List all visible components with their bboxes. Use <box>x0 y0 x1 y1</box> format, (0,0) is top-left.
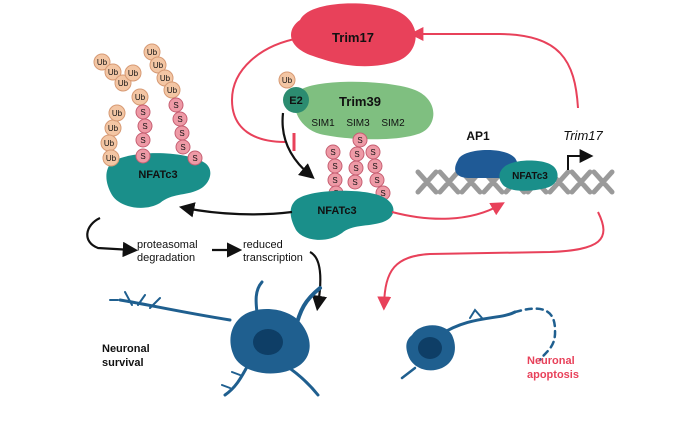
chain-right-labels: Ub Ub Ub Ub S S S S S <box>147 48 198 163</box>
svg-text:Ub: Ub <box>147 48 158 57</box>
svg-text:S: S <box>180 143 185 152</box>
degradation-complex: NFATc3 Ub Ub Ub Ub Ub Ub Ub Ub Ub S <box>93 43 211 208</box>
svg-text:S: S <box>354 150 359 159</box>
proteasomal-text: proteasomal <box>137 239 198 251</box>
svg-text:S: S <box>372 162 377 171</box>
trim17-inhibition-line <box>230 37 301 143</box>
svg-text:Ub: Ub <box>128 69 139 78</box>
arrow-to-survival-neuron <box>309 251 328 312</box>
svg-text:Ub: Ub <box>167 86 178 95</box>
trim39-label: Trim39 <box>339 94 381 109</box>
sim1-label: SIM1 <box>311 118 335 129</box>
apoptosis-text-line2: apoptosis <box>527 369 579 381</box>
sim3-label: SIM3 <box>346 118 370 129</box>
arrow-to-degradation <box>178 202 293 218</box>
svg-text:Ub: Ub <box>97 58 108 67</box>
survival-text-line1: Neuronal <box>102 343 150 355</box>
reduced-text: reduced <box>243 239 283 251</box>
e2-enzyme <box>283 87 309 113</box>
arrow-to-apoptosis <box>377 211 605 311</box>
svg-text:S: S <box>192 154 197 163</box>
svg-text:S: S <box>370 148 375 157</box>
nfatc3-shape-left <box>106 153 211 208</box>
svg-text:Ub: Ub <box>160 74 171 83</box>
transcription-start-arrow <box>567 149 594 170</box>
nfatc3-shape-dna <box>499 160 558 191</box>
feedback-arrow-to-trim17 <box>409 27 579 109</box>
apoptotic-neuron <box>400 307 557 380</box>
svg-text:S: S <box>173 101 178 110</box>
ub-chain-left <box>100 104 126 167</box>
svg-text:Ub: Ub <box>112 109 123 118</box>
svg-text:Ub: Ub <box>104 139 115 148</box>
svg-text:S: S <box>357 136 362 145</box>
nfatc3-shape-center <box>290 190 394 240</box>
svg-text:Ub: Ub <box>118 79 129 88</box>
svg-text:S: S <box>140 152 145 161</box>
ub-chain-left-labels: Ub Ub Ub Ub <box>104 109 123 163</box>
nfatc3-label-left: NFATc3 <box>138 169 177 181</box>
arrow-to-transcription <box>391 202 505 220</box>
svg-text:S: S <box>177 115 182 124</box>
nfatc3-label-dna: NFATc3 <box>512 171 548 182</box>
trim17-blob <box>290 3 416 67</box>
ap1-label: AP1 <box>466 129 490 143</box>
e2-label: E2 <box>289 95 302 107</box>
svg-text:S: S <box>380 189 385 198</box>
arrow-to-proteasomal-degradation <box>86 217 139 258</box>
sumo-chain-middle <box>135 104 153 164</box>
svg-text:S: S <box>353 164 358 173</box>
svg-text:S: S <box>352 178 357 187</box>
ub-on-e2 <box>278 71 296 89</box>
sumo-chain-right <box>168 97 203 166</box>
trim17-label: Trim17 <box>332 30 374 45</box>
svg-text:Ub: Ub <box>108 68 119 77</box>
ubiquitination-arrow <box>281 112 315 179</box>
healthy-neuron <box>109 280 322 397</box>
svg-text:S: S <box>374 176 379 185</box>
ub-on-e2-label: Ub <box>282 76 293 85</box>
svg-text:S: S <box>179 129 184 138</box>
ub-chain-middle <box>93 53 149 106</box>
chain-middle-labels: Ub Ub Ub Ub Ub S S S S <box>97 58 148 161</box>
svg-text:S: S <box>332 176 337 185</box>
degradation-text: degradation <box>137 252 195 264</box>
svg-text:S: S <box>140 136 145 145</box>
svg-text:S: S <box>332 162 337 171</box>
trim39-blob <box>294 81 434 140</box>
sim2-label: SIM2 <box>381 118 405 129</box>
nfatc3-label-center: NFATc3 <box>317 205 356 217</box>
trim17-gene-label: Trim17 <box>563 128 603 143</box>
svg-text:Ub: Ub <box>153 61 164 70</box>
apoptosis-text-line1: Neuronal <box>527 355 575 367</box>
svg-text:Ub: Ub <box>106 154 117 163</box>
ub-chain-right <box>143 43 181 99</box>
svg-text:Ub: Ub <box>135 93 146 102</box>
svg-text:S: S <box>142 122 147 131</box>
svg-text:S: S <box>330 148 335 157</box>
survival-text-line2: survival <box>102 357 144 369</box>
svg-text:S: S <box>140 108 145 117</box>
transcription-text: transcription <box>243 252 303 264</box>
svg-text:Ub: Ub <box>108 124 119 133</box>
